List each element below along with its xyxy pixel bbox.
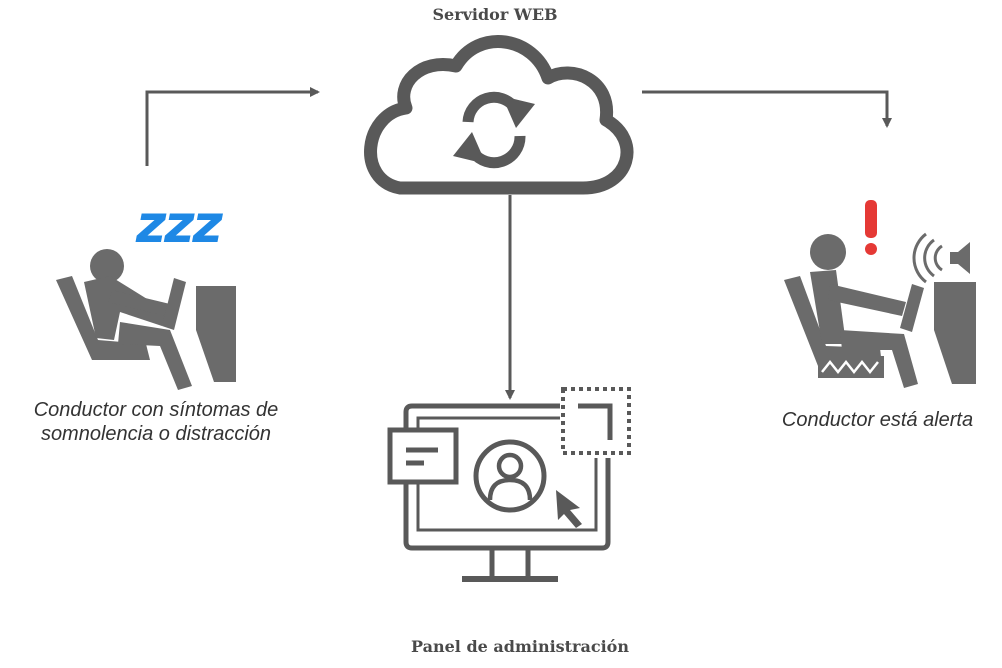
alert-driver-icon — [784, 200, 976, 388]
alert-exclamation-dot — [865, 243, 877, 255]
server-title: Servidor WEB — [432, 5, 558, 24]
cursor-icon — [556, 490, 582, 528]
alert-exclamation-bar — [865, 200, 877, 238]
speaker-icon — [912, 232, 970, 284]
zzz-mark: zzz — [135, 195, 224, 255]
drowsy-driver-caption-line2: somnolencia o distracción — [40, 423, 272, 445]
alert-driver-caption: Conductor está alerta — [781, 409, 974, 431]
drowsy-driver-icon: zzz — [56, 195, 236, 390]
admin-panel-title: Panel de administración — [411, 637, 629, 656]
arrow-driver-to-server — [145, 87, 320, 166]
arrow-server-to-alert — [642, 90, 892, 128]
drowsy-driver-caption: Conductor con síntomas de somnolencia o … — [6, 398, 306, 446]
cloud-sync-icon — [364, 35, 634, 195]
drowsy-driver-caption-line1: Conductor con síntomas de — [33, 399, 279, 421]
monitor-user-icon — [387, 387, 631, 582]
